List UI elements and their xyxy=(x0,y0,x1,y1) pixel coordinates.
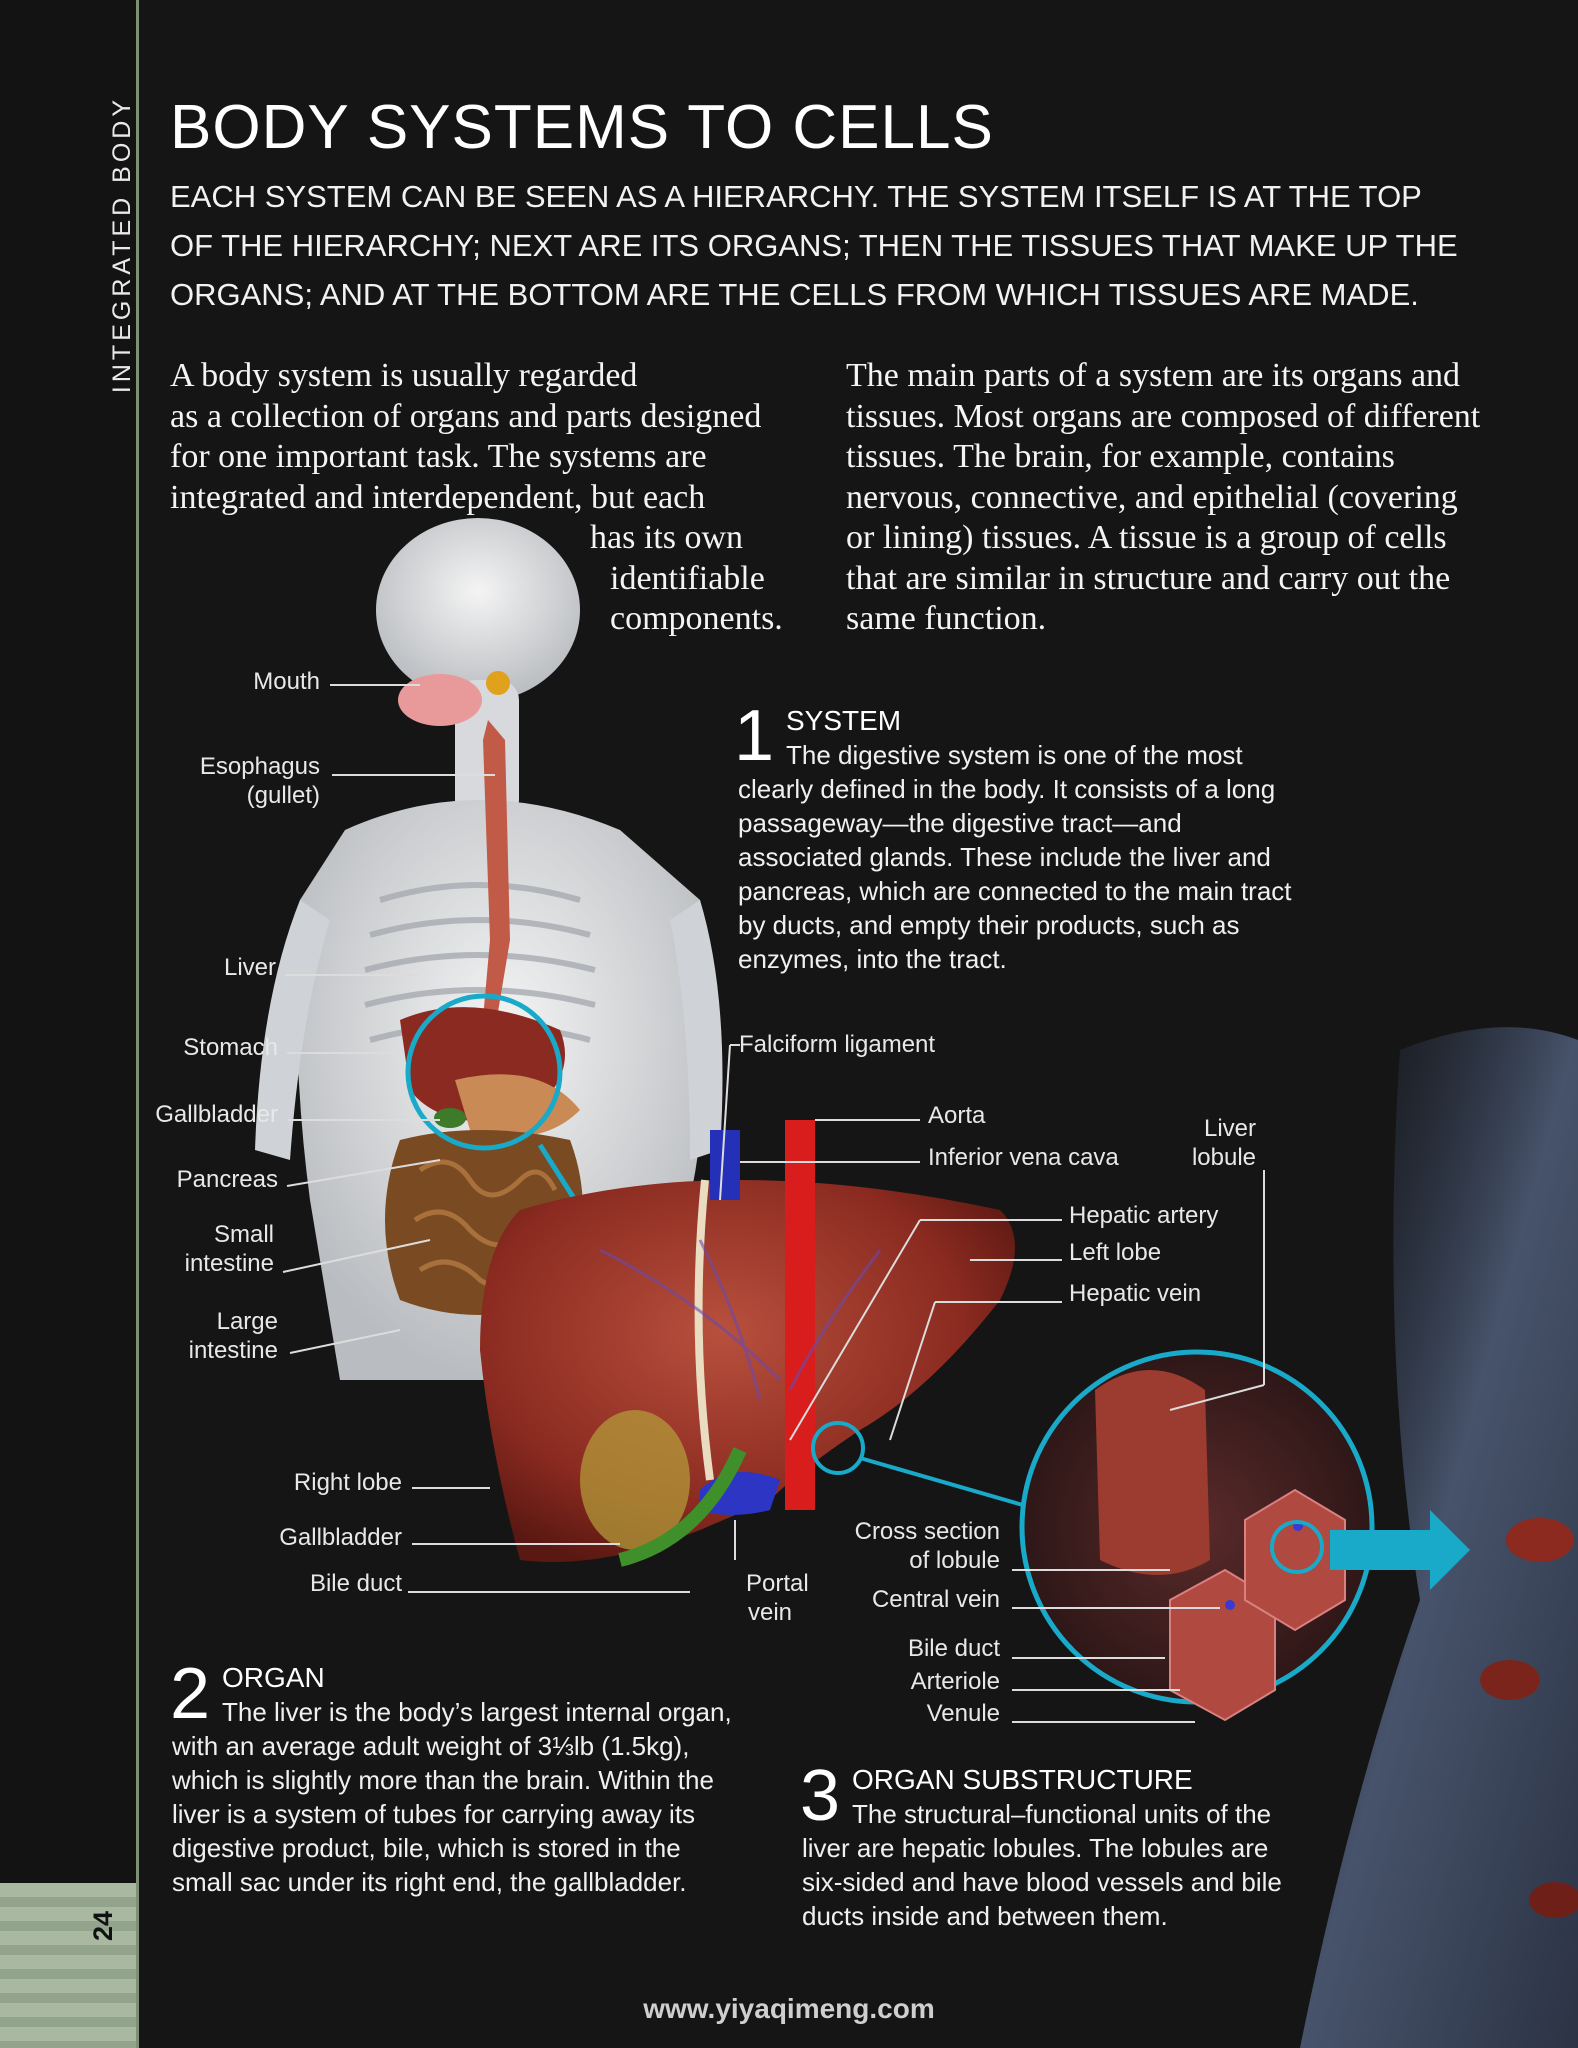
section-number-1: 1 xyxy=(734,696,775,776)
red-blood-cell xyxy=(1480,1660,1540,1700)
page-title: BODY SYSTEMS TO CELLS xyxy=(170,93,994,162)
page-subtitle: EACH SYSTEM CAN BE SEEN AS A HIERARCHY. … xyxy=(170,179,1458,312)
section-text-system: The digestive system is one of the most … xyxy=(738,740,1292,974)
zoom-circle-stomach xyxy=(405,993,563,1151)
label-right-lobe: Right lobe xyxy=(293,1469,402,1496)
intro-paragraph-left: A body system is usually regarded as a c… xyxy=(170,356,810,640)
label-esophagus: Esophagus (gullet) xyxy=(170,752,320,810)
lobule-zoom xyxy=(1019,1349,1470,1722)
label-liver-lobule: Liver lobule xyxy=(1170,1114,1256,1172)
intro-line: components. xyxy=(610,600,783,637)
label-left-lobe: Left lobe xyxy=(1069,1239,1162,1266)
label-liver: Liver xyxy=(223,954,276,981)
section-number-3: 3 xyxy=(800,1756,841,1836)
label-line: vein xyxy=(748,1599,793,1626)
label-line: Esophagus xyxy=(199,753,320,780)
zoom-circle-liver xyxy=(811,1421,865,1475)
label-portal-vein: Portal vein xyxy=(746,1569,809,1627)
label-central-vein: Central vein xyxy=(871,1586,1000,1613)
label-aorta: Aorta xyxy=(928,1102,986,1129)
label-mouth: Mouth xyxy=(253,668,320,695)
red-blood-cell xyxy=(1529,1882,1578,1918)
label-line: intestine xyxy=(188,1337,278,1364)
label-falciform-ligament: Falciform ligament xyxy=(739,1031,936,1058)
label-cross-section-of-lobule: Cross section of lobule xyxy=(820,1517,1000,1575)
section-text-organ-substructure: The structural–functional units of the l… xyxy=(802,1799,1282,1931)
label-pancreas: Pancreas xyxy=(176,1166,278,1193)
spine: INTEGRATED BODY 24 xyxy=(0,0,139,2048)
label-line: Portal xyxy=(746,1570,809,1597)
label-gallbladder: Gallbladder xyxy=(155,1101,278,1128)
intro-line: identifiable xyxy=(610,559,765,597)
section-number-2: 2 xyxy=(170,1654,211,1734)
section-heading-organ: ORGAN xyxy=(222,1662,325,1693)
intro-paragraph-right: The main parts of a system are its organ… xyxy=(846,357,1481,637)
red-blood-cell xyxy=(1506,1518,1574,1562)
footer-url: www.yiyaqimeng.com xyxy=(643,1993,935,2024)
intro-line: A body system is usually regarded xyxy=(170,357,638,394)
label-line: Cross section xyxy=(854,1518,1000,1545)
label-line: Small xyxy=(213,1221,274,1248)
label-arteriole: Arteriole xyxy=(910,1668,1000,1695)
label-hepatic-vein: Hepatic vein xyxy=(1069,1280,1202,1307)
spine-stripe xyxy=(0,1883,136,2048)
label-line: Large xyxy=(216,1308,278,1335)
section-text-organ: The liver is the body’s largest internal… xyxy=(172,1697,732,1897)
section-heading-system: SYSTEM xyxy=(786,705,902,736)
label-bile-duct: Bile duct xyxy=(309,1570,402,1597)
label-line: intestine xyxy=(184,1250,274,1277)
label-large-intestine: Large intestine xyxy=(150,1307,278,1365)
label-line: (gullet) xyxy=(246,782,320,809)
intro-line: has its own xyxy=(590,519,743,556)
label-stomach: Stomach xyxy=(183,1034,278,1061)
liver-organ xyxy=(480,1120,1041,1567)
intro-line: as a collection of organs and parts desi… xyxy=(170,397,762,435)
label-line: lobule xyxy=(1191,1144,1256,1171)
label-venule: Venule xyxy=(926,1700,1000,1727)
label-line: Liver xyxy=(1203,1115,1256,1142)
label-bile-duct-lobule: Bile duct xyxy=(907,1635,1000,1662)
intro-line: for one important task. The systems are xyxy=(170,438,707,475)
label-line: of lobule xyxy=(909,1547,1000,1574)
intro-line: integrated and interdependent, but each xyxy=(170,478,706,516)
label-inferior-vena-cava: Inferior vena cava xyxy=(928,1144,1119,1171)
leader-lines xyxy=(282,684,1265,1723)
label-small-intestine: Small intestine xyxy=(150,1220,274,1278)
zoom-circle-cell xyxy=(1270,1520,1324,1574)
section-heading-organ-substructure: ORGAN SUBSTRUCTURE xyxy=(852,1764,1193,1795)
arrow-right-icon xyxy=(1330,1510,1470,1590)
label-hepatic-artery: Hepatic artery xyxy=(1069,1202,1219,1229)
label-gallbladder-organ: Gallbladder xyxy=(279,1524,402,1551)
